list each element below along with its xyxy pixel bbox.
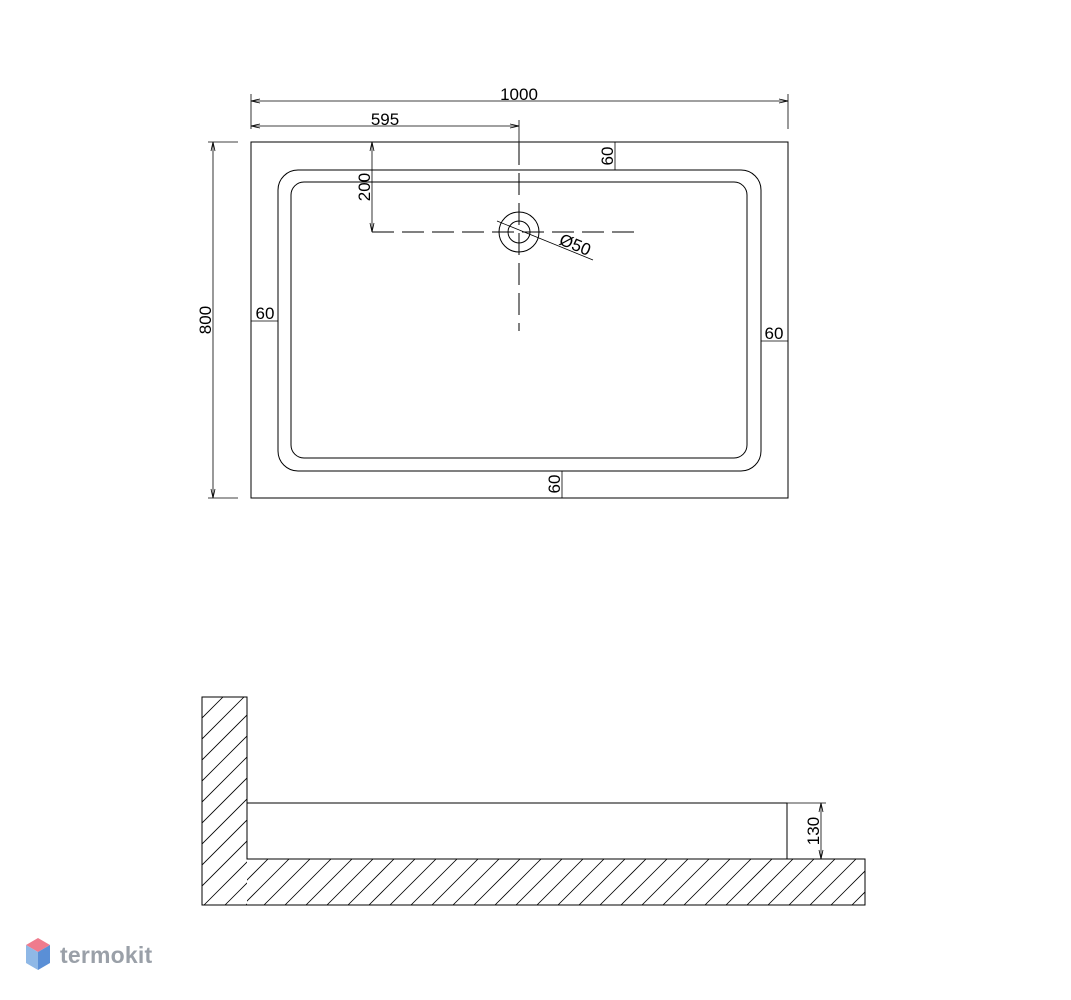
dimension-overall-depth: 800 [196, 141, 238, 499]
dimension-drain-offset-y: 200 [355, 141, 375, 233]
drain-inner-circle [507, 220, 531, 244]
dimension-overall-width: 1000 [250, 85, 789, 129]
dimension-label: 60 [545, 475, 564, 494]
dimension-rim-left: 60 [251, 304, 278, 323]
cube-icon [26, 938, 50, 970]
termokit-logo: termokit [24, 936, 152, 974]
basin-outer-edge [277, 169, 762, 472]
logo-text: termokit [60, 941, 153, 968]
dimension-rim-top: 60 [598, 142, 617, 170]
wall-hatch [202, 697, 247, 905]
floor-hatch [247, 859, 865, 905]
dimension-label: 60 [765, 324, 784, 343]
section-view: 130 [201, 696, 866, 906]
drain-outer-circle [498, 211, 540, 253]
dimension-label: 60 [598, 147, 617, 166]
dimension-label: 60 [256, 304, 275, 323]
dimension-rim-right: 60 [761, 324, 788, 343]
tray-outline [250, 141, 789, 499]
dimension-rim-bottom: 60 [545, 471, 564, 498]
dimension-label: 200 [355, 173, 374, 201]
dimension-label: 130 [804, 817, 823, 845]
dimension-label: 1000 [500, 85, 538, 104]
dimension-label: 800 [196, 306, 215, 334]
dimension-label: 595 [371, 110, 399, 129]
dimension-label: Ø50 [557, 230, 594, 260]
wall-and-floor-outline [201, 696, 866, 906]
plan-view: 1000 595 800 200 60 [196, 85, 789, 499]
dimension-tray-height: 130 [787, 802, 826, 860]
tray-section [247, 802, 788, 859]
dimension-drain-offset-x: 595 [250, 110, 520, 143]
